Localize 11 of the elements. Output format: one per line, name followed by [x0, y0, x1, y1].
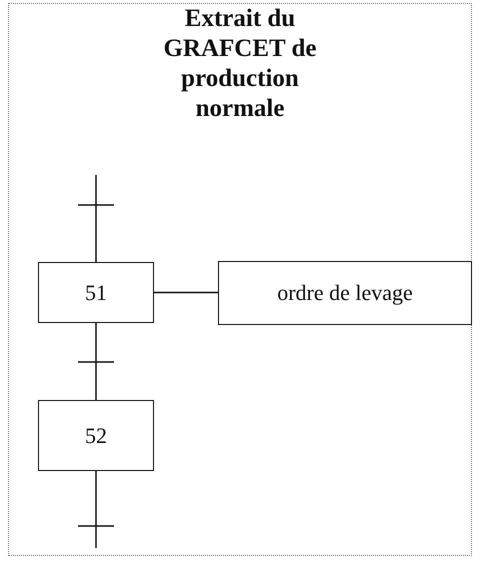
title: Extrait du GRAFCET de production normale [162, 4, 318, 124]
action-box [218, 261, 472, 325]
step-label: ordre de levage [277, 280, 413, 306]
step-box [38, 262, 154, 323]
connector-line [95, 175, 97, 262]
connector-line [95, 471, 97, 548]
step-label: 52 [85, 422, 107, 448]
step-label: 51 [85, 280, 107, 306]
step-box [38, 400, 154, 471]
connector-line [154, 292, 218, 294]
connector-line [95, 323, 97, 400]
